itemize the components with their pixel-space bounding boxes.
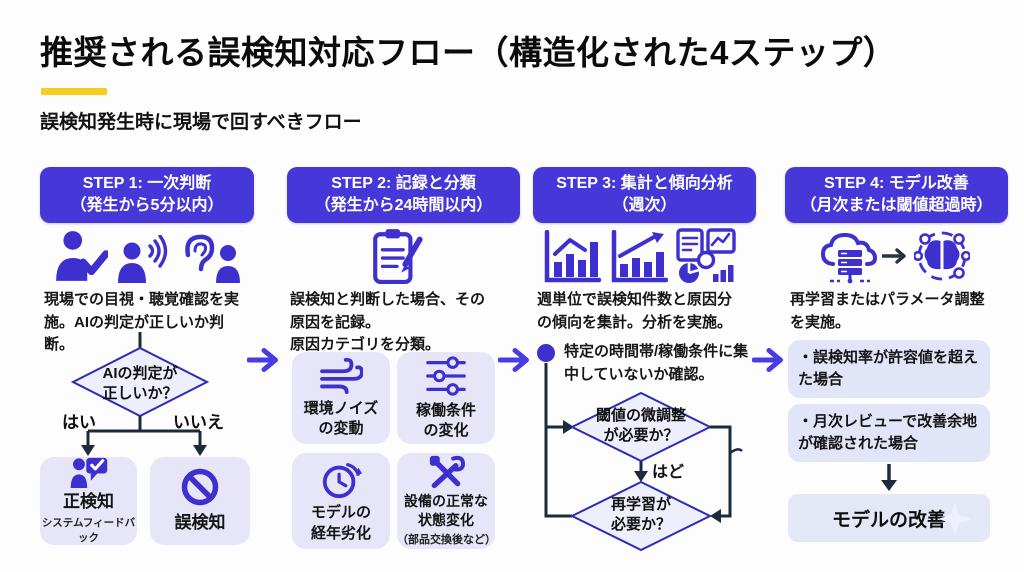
category-conditions-box: 稼働条件 の変化 [397, 352, 495, 444]
step3-flow-lines [544, 363, 743, 552]
outcome-false-detection-box: 誤検知 [150, 457, 250, 545]
tools-icon [429, 456, 466, 489]
check-bullet-dot [537, 344, 555, 362]
bar-chart-rise-icon [611, 230, 668, 283]
category-equipment-label: 設備の正常な 状態変化 [404, 493, 488, 528]
sliders-icon [426, 356, 466, 396]
step1-header: STEP 1: 一次判断 （発生から5分以内） [40, 167, 254, 223]
page-title: 推奨される誤検知対応フロー（構造化された4ステップ） [40, 34, 897, 71]
clock-history-icon [322, 463, 362, 499]
category-noise-box: 環境ノイズ の変動 [292, 352, 390, 444]
branch-no-label: いいえ [173, 413, 224, 432]
step1-flow-lines [70, 332, 210, 456]
cloud-server-icon [820, 232, 878, 284]
condition-monthly-review-box: ・月次レビューで改善余地が確認された場合 [788, 404, 990, 462]
model-improvement-box: モデルの改善 [788, 494, 990, 542]
step4-description: 再学習またはパラメータ調整を実施。 [790, 291, 985, 331]
bar-chart-line-icon [544, 230, 601, 283]
outcome-true-sublabel: システムフィードバック [41, 517, 136, 544]
report-pie-icon [676, 228, 736, 283]
wind-icon [320, 357, 363, 394]
ear-person-icon [185, 234, 240, 283]
category-aging-box: モデルの 経年劣化 [292, 453, 390, 549]
threshold-decision-diamond: 閾値の微調整 が必要か？ [595, 407, 686, 445]
person-sound-icon [118, 235, 168, 283]
step3-description: 週単位で誤検知件数と原因分の傾向を集計。分析を実施。 [537, 291, 733, 331]
retrain-decision-diamond: 再学習が 必要か？ [610, 496, 671, 534]
category-equipment-sublabel: （部品交換後など） [397, 533, 496, 546]
transition-arrow-icon [882, 248, 906, 264]
step4-header: STEP 4: モデル改善 （月次または閾値超過時） [785, 167, 1008, 223]
title-accent-bar [41, 88, 107, 95]
outcome-false-label: 誤検知 [174, 513, 226, 533]
step1-decision-diamond: AIの判定が 正しいか？ [102, 365, 178, 403]
branch-yes-label: はい [62, 413, 96, 432]
outcome-true-label: 正検知 [63, 492, 114, 512]
model-improvement-label: モデルの改善 [831, 509, 946, 531]
step2-description: 誤検知と判断した場合、その原因を記録。 原因カテゴリを分類。 [290, 291, 486, 353]
condition-threshold-exceeded-box: ・誤検知率が許容値を超えた場合 [788, 340, 990, 398]
step3-header: STEP 3: 集計と傾向分析 （週次） [533, 167, 756, 223]
step3-bullet-text: 特定の時間帯/稼働条件に集中していないか確認。 [564, 343, 749, 383]
brain-network-icon [914, 231, 970, 281]
step1-description: 現場での目視・聴覚確認を実施。AIの判定が正しいか判断。 [44, 291, 240, 353]
category-noise-label: 環境ノイズ の変動 [303, 399, 379, 437]
prohibition-icon [181, 468, 219, 506]
step1-to-step2-arrow-icon [247, 348, 278, 372]
step3-to-step4-arrow-icon [752, 348, 783, 372]
category-aging-label: モデルの 経年劣化 [310, 504, 371, 542]
page-subtitle: 誤検知発生時に現場で回すべきフロー [40, 112, 362, 133]
threshold-branch-label: はど [652, 464, 685, 481]
down-arrow-icon [881, 464, 897, 491]
step2-to-step3-arrow-icon [498, 348, 529, 372]
outcome-true-detection-box: 正検知 システムフィードバック [40, 457, 137, 545]
person-feedback-icon [70, 457, 107, 489]
category-conditions-label: 稼働条件 の変化 [415, 401, 476, 439]
category-equipment-box: 設備の正常な 状態変化 （部品交換後など） [397, 453, 496, 549]
step2-header: STEP 2: 記録と分類 （発生から24時間以内） [287, 167, 520, 223]
person-check-icon [56, 231, 108, 281]
clipboard-pencil-icon [373, 229, 423, 284]
